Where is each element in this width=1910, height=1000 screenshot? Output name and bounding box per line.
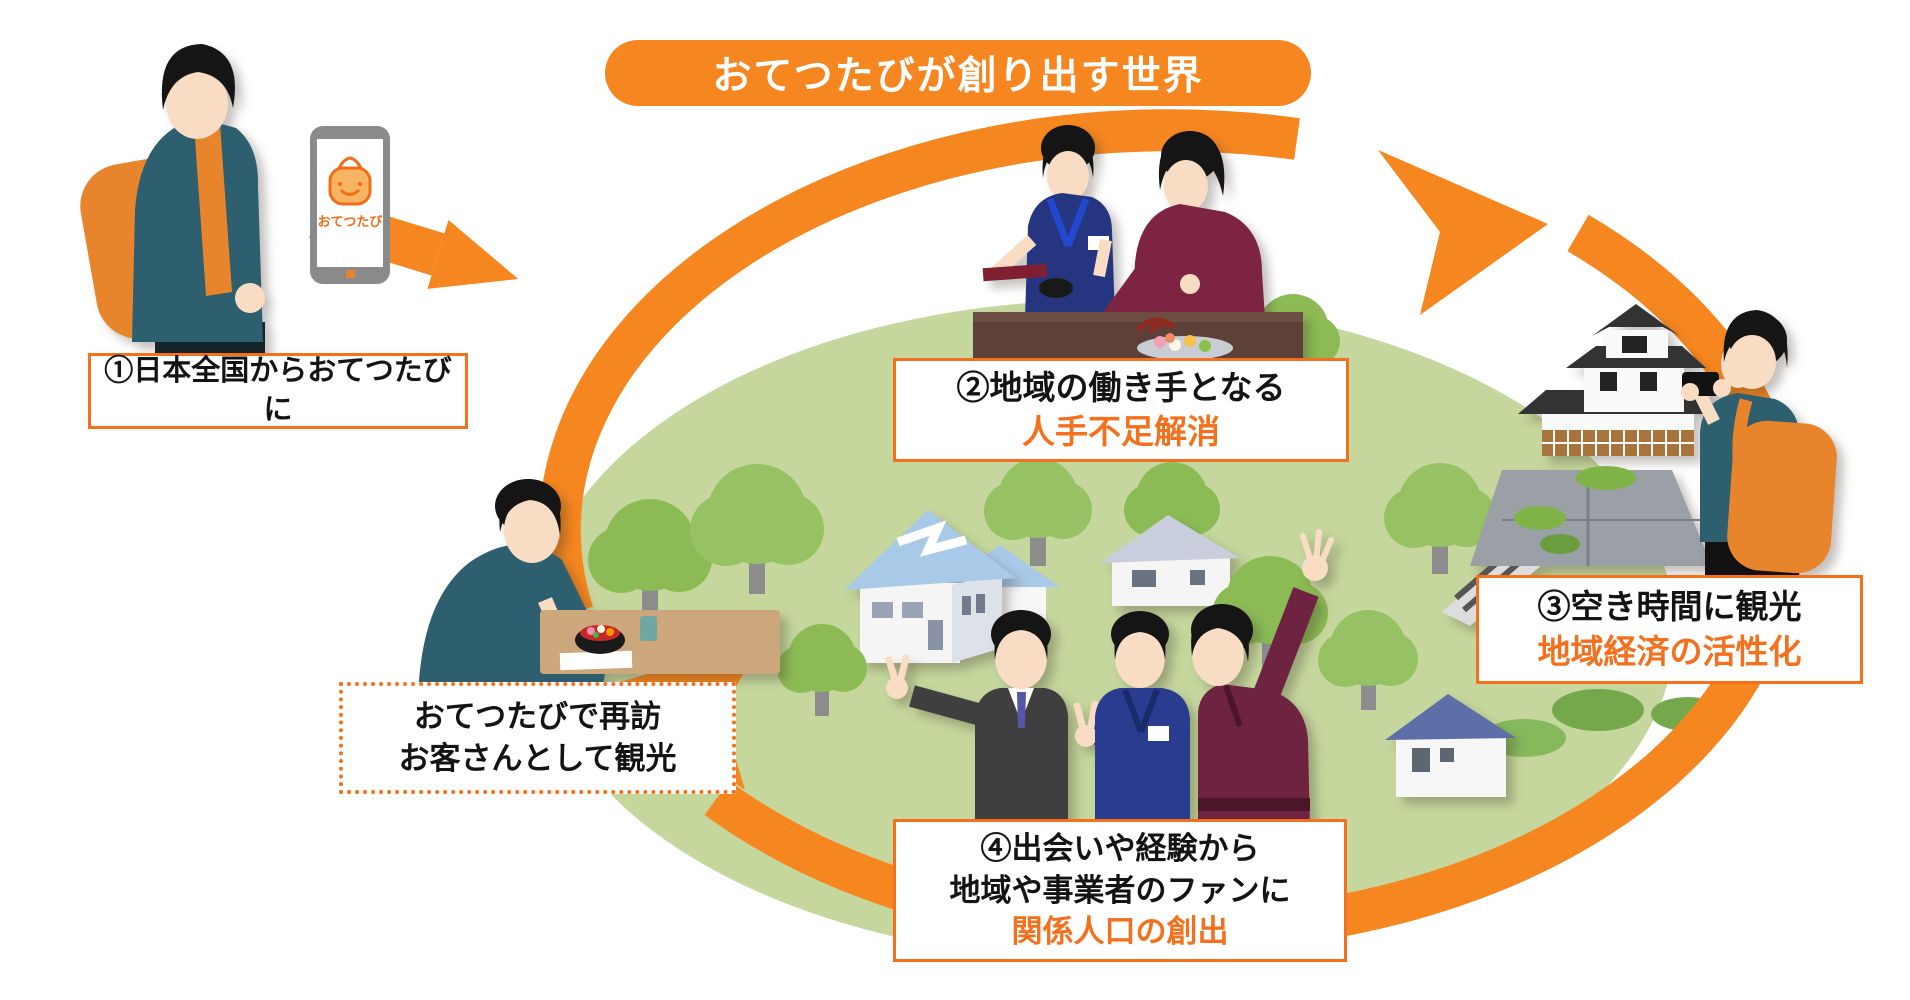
label-step1: ①日本全国からおてつたびに bbox=[88, 353, 468, 429]
waving-trio-illustration bbox=[885, 529, 1334, 830]
step3-highlight: 地域経済の活性化 bbox=[1537, 632, 1802, 670]
castle-illustration bbox=[1442, 304, 1718, 626]
village-field bbox=[535, 300, 1675, 960]
tree bbox=[1384, 463, 1496, 574]
step3-text: ③空き時間に観光 bbox=[1537, 588, 1802, 626]
smartphone: おてつたび bbox=[310, 126, 390, 284]
traveler-illustration bbox=[80, 44, 265, 364]
label-step4: ④出会いや経験から 地域や事業者のファンに 関係人口の創出 bbox=[893, 819, 1347, 962]
otetsutabi-logo-icon bbox=[328, 156, 372, 206]
step4-highlight: 関係人口の創出 bbox=[1011, 914, 1229, 950]
label-step3: ③空き時間に観光 地域経済の活性化 bbox=[1476, 575, 1863, 684]
step4-text-line1: ④出会いや経験から bbox=[980, 831, 1260, 867]
cooking-scene bbox=[973, 125, 1303, 366]
ring-arrowhead-top-right bbox=[1378, 150, 1548, 315]
label-revisit: おてつたびで再訪 お客さんとして観光 bbox=[339, 682, 736, 794]
step1-text: ①日本全国からおてつたびに bbox=[104, 355, 452, 426]
revisit-text-line1: おてつたびで再訪 bbox=[413, 699, 662, 735]
photographer-illustration bbox=[1681, 310, 1837, 576]
tree bbox=[690, 464, 824, 594]
step2-highlight: 人手不足解消 bbox=[1022, 413, 1220, 450]
tree bbox=[1318, 610, 1418, 710]
tree bbox=[777, 624, 867, 716]
page-title: おてつたびが創り出す世界 bbox=[712, 55, 1204, 98]
house-blue-roof bbox=[844, 510, 1016, 663]
step2-text: ②地域の働き手となる bbox=[956, 368, 1286, 406]
phone-app-name: おてつたび bbox=[318, 214, 384, 229]
house-small-blue-roof-right bbox=[1385, 694, 1516, 797]
title-banner: おてつたびが創り出す世界 bbox=[605, 40, 1311, 106]
label-step2: ②地域の働き手となる 人手不足解消 bbox=[893, 358, 1349, 462]
house-gray-roof bbox=[1100, 515, 1240, 606]
step4-text-line2: 地域や事業者のファンに bbox=[949, 872, 1291, 908]
tree bbox=[984, 458, 1092, 566]
revisit-text-line2: お客さんとして観光 bbox=[398, 741, 677, 776]
